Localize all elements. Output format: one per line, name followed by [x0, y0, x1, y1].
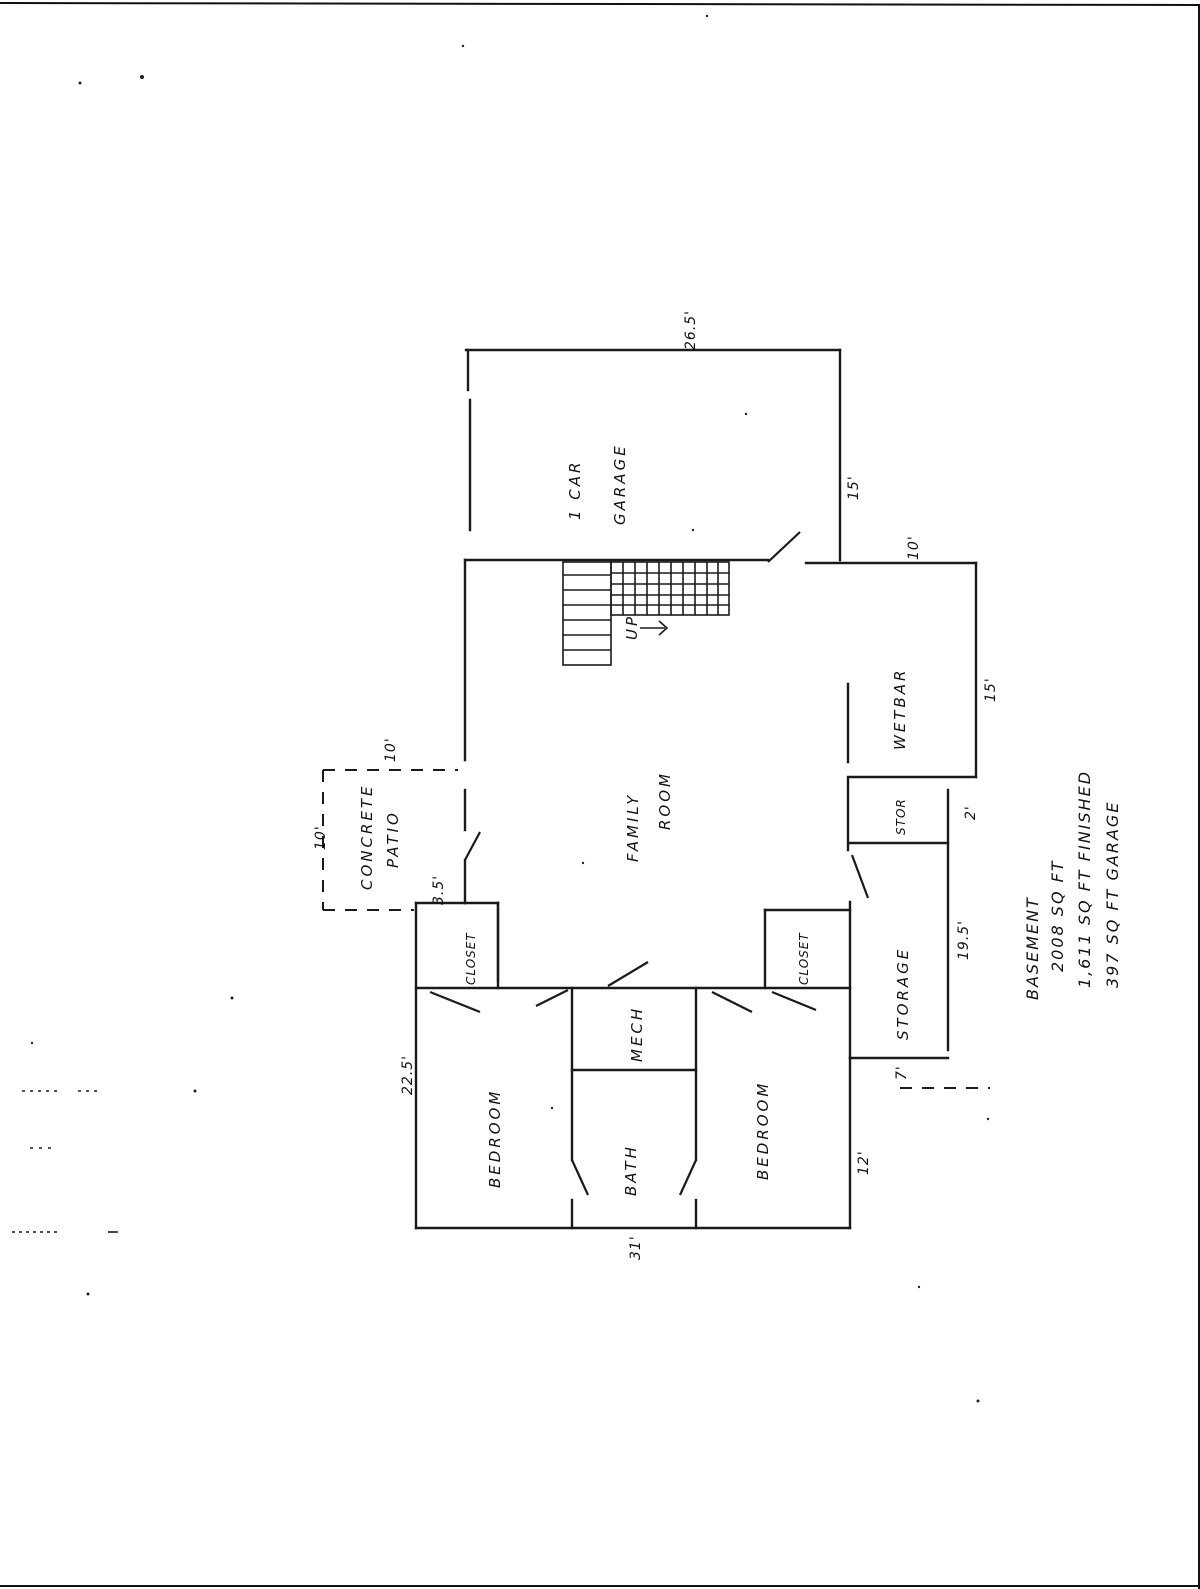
dim-patio-width: 10' — [313, 825, 329, 850]
wetbar-label: WETBAR — [891, 668, 909, 750]
bedroom-wing — [414, 901, 852, 1230]
page-top-edge — [0, 2, 1200, 6]
summary-line-3: 1,611 SQ FT FINISHED — [1075, 770, 1094, 988]
dim-top-width: 26.5' — [683, 310, 699, 350]
mech-label: MECH — [628, 1006, 646, 1062]
dim-patio-depth: 10' — [383, 737, 399, 762]
bedroom-left-label: BEDROOM — [486, 1089, 504, 1188]
storage-area — [848, 788, 990, 1089]
stairs-up-label: UP — [623, 614, 641, 640]
patio-label-2: PATIO — [384, 810, 402, 868]
dim-step-patio: 3.5' — [431, 875, 447, 905]
family-room-label-2: ROOM — [656, 771, 674, 830]
dim-bar-offset: 10' — [906, 535, 922, 560]
garage-door — [767, 531, 801, 563]
closet-left-door — [535, 989, 569, 1007]
storage-door — [850, 854, 870, 899]
patio-label-1: CONCRETE — [358, 783, 376, 890]
staircase — [562, 561, 730, 666]
family-room-label-1: FAMILY — [624, 793, 642, 862]
garage-label-2: GARAGE — [611, 443, 629, 525]
mech-door — [607, 961, 649, 987]
dim-storage-len: 19.5' — [956, 920, 972, 960]
dim-garage-depth: 15' — [846, 475, 862, 500]
bath-right-door — [678, 1159, 698, 1196]
garage — [463, 348, 842, 563]
concrete-patio — [322, 769, 458, 911]
garage-label-1: 1 CAR — [566, 460, 584, 520]
dim-bar-depth: 15' — [983, 677, 999, 702]
bedroom-right-label: BEDROOM — [754, 1081, 772, 1180]
closet-left-label: CLOSET — [464, 932, 478, 985]
bath-label: BATH — [622, 1144, 640, 1196]
patio-door — [464, 831, 481, 861]
stor-label: STOR — [894, 798, 908, 835]
summary-line-4: 397 SQ FT GARAGE — [1103, 801, 1122, 988]
closet-right-door — [771, 990, 817, 1012]
bedroom-right-door — [711, 991, 753, 1013]
bedroom-left-door — [429, 990, 481, 1014]
dim-storage-offset: 7' — [894, 1065, 910, 1080]
dim-bottom-width: 31' — [628, 1235, 644, 1260]
dim-stor-len: 2' — [963, 805, 979, 820]
scan-specks — [12, 14, 990, 1403]
closet-right-label: CLOSET — [797, 932, 811, 985]
summary-line-1: BASEMENT — [1023, 896, 1042, 1000]
dim-left-side: 22.5' — [400, 1055, 416, 1095]
bath-left-door — [570, 1159, 590, 1196]
family-room-walls — [463, 558, 978, 982]
summary-line-2: 2008 SQ FT — [1048, 859, 1067, 972]
dim-bedroom-right: 12' — [856, 1150, 872, 1175]
storage-label: STORAGE — [894, 947, 912, 1040]
